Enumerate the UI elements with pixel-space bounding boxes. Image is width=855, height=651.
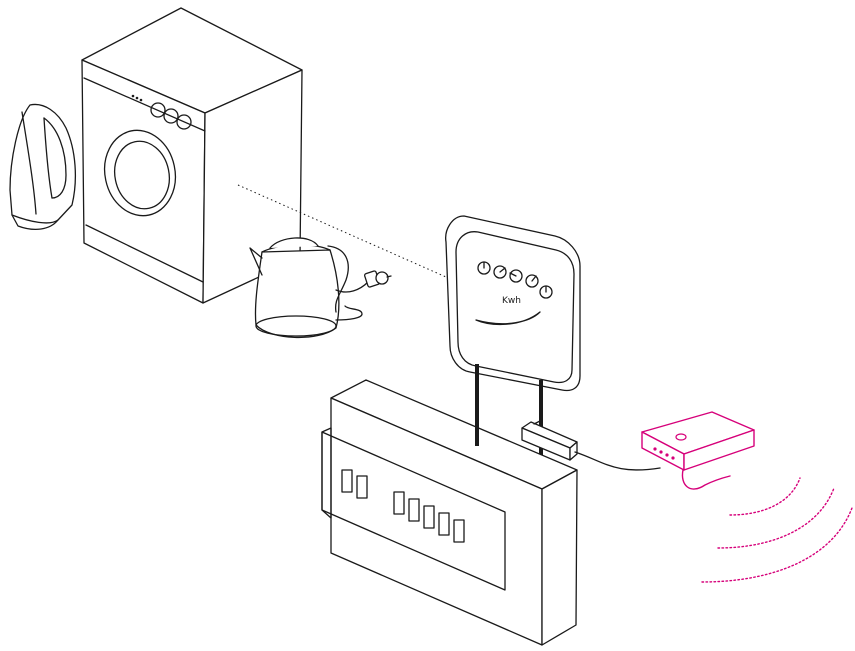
wireless-signal-icon (701, 477, 853, 583)
wifi-hub-icon (641, 411, 755, 490)
meter-unit-label: Kwh (502, 296, 521, 306)
clamp-sensor-icon (521, 419, 661, 471)
electricity-meter-icon: Kwh (445, 215, 581, 476)
kettle-icon (249, 237, 363, 339)
dotted-connection-line (237, 184, 447, 278)
fuse-box-icon (321, 379, 578, 646)
plug-icon (335, 270, 392, 293)
iron-icon (9, 103, 76, 231)
circuit-breaker-switches (341, 469, 465, 543)
